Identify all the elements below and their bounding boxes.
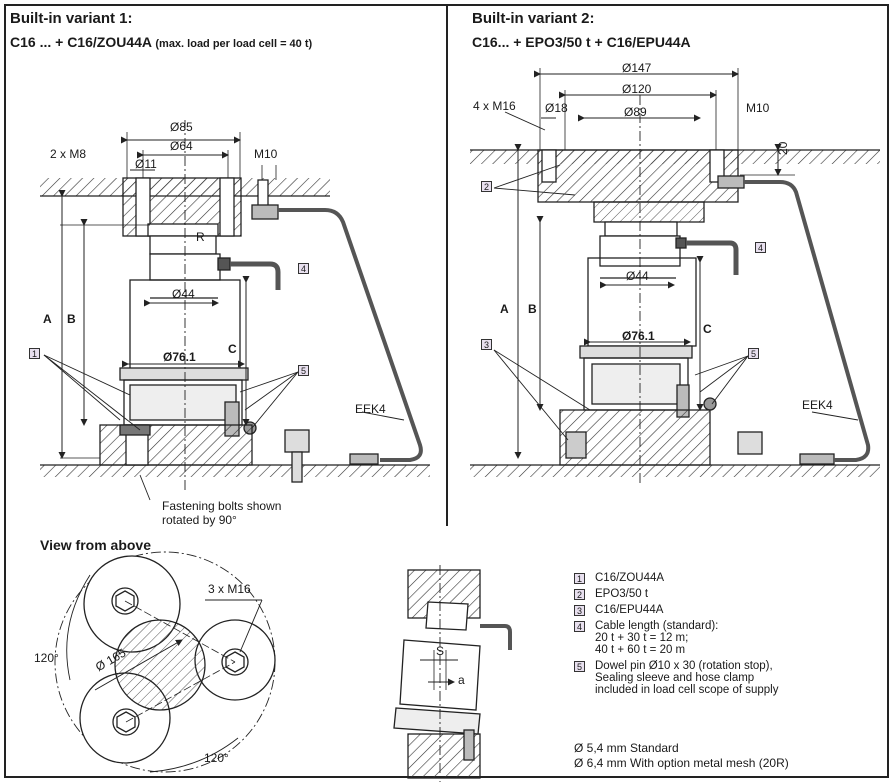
legend-text: C16/EPU44A: [595, 604, 664, 616]
variant2-subheading: C16... + EPO3/50 t + C16/EPU44A: [472, 34, 691, 50]
legend-item: 4 Cable length (standard): 20 t + 30 t =…: [574, 620, 874, 656]
side-view-s: S: [436, 644, 445, 658]
v1-callout-1: 1: [29, 348, 40, 359]
variant2-heading: Built-in variant 2:: [472, 10, 595, 27]
legend-item: 2 EPO3/50 t: [574, 588, 874, 600]
v1-dim-b: B: [67, 312, 76, 326]
variant1-drawing: [40, 120, 430, 501]
legend-text: C16/ZOU44A: [595, 572, 665, 584]
top-view-m16: 3 x M16: [208, 582, 251, 596]
variant1-subnote: (max. load per load cell = 40 t): [155, 38, 313, 50]
v2-dim-m16: 4 x M16: [473, 99, 516, 113]
v1-dim-d44: Ø44: [172, 287, 195, 301]
legend: 1 C16/ZOU44A 2 EPO3/50 t 3 C16/EPU44A 4 …: [574, 572, 874, 700]
v1-dim-r: R: [196, 230, 205, 244]
v2-dim-d44: Ø44: [626, 269, 649, 283]
v1-dim-m10: M10: [254, 147, 278, 161]
legend-num: 2: [574, 589, 585, 600]
top-view-angle-2: 120°: [204, 751, 229, 765]
v1-dim-a: A: [43, 312, 52, 326]
v1-dim-m8: 2 x M8: [50, 147, 87, 161]
v2-dim-b: B: [528, 302, 537, 316]
legend-num: 1: [574, 573, 585, 584]
v2-dim-d89: Ø89: [624, 105, 647, 119]
v1-dim-d85: Ø85: [170, 120, 193, 134]
legend-item: 3 C16/EPU44A: [574, 604, 874, 616]
v2-eek4: EEK4: [802, 398, 833, 412]
v1-dim-d761: Ø76.1: [163, 350, 196, 364]
legend-item: 5 Dowel pin Ø10 x 30 (rotation stop), Se…: [574, 660, 874, 696]
legend-num: 3: [574, 605, 585, 616]
variant1-subheading: C16 ... + C16/ZOU44A (max. load per load…: [10, 34, 312, 50]
v1-eek4: EEK4: [355, 402, 386, 416]
footnote-metal-mesh: Ø 6,4 mm With option metal mesh (20R): [574, 756, 789, 770]
v2-dim-d761: Ø76.1: [622, 329, 655, 343]
v2-callout-3: 3: [481, 339, 492, 350]
footnote-standard: Ø 5,4 mm Standard: [574, 741, 679, 755]
v1-callout-4: 4: [298, 263, 309, 274]
legend-item: 1 C16/ZOU44A: [574, 572, 874, 584]
v2-callout-5: 5: [748, 348, 759, 359]
v2-dim-a: A: [500, 302, 509, 316]
top-view-angle-1: 120°: [34, 651, 59, 665]
legend-num: 4: [574, 621, 585, 632]
legend-text: Cable length (standard): 20 t + 30 t = 1…: [595, 620, 719, 656]
v2-dim-d18: Ø18: [545, 101, 568, 115]
side-view-drawing: [393, 565, 512, 782]
v1-dim-d64: Ø64: [170, 139, 193, 153]
v2-dim-d120: Ø120: [622, 82, 652, 96]
variant2-drawing: [470, 68, 880, 485]
side-view-a: a: [458, 673, 465, 687]
v2-callout-2: 2: [481, 181, 492, 192]
v1-dim-d11: Ø11: [135, 157, 157, 171]
v2-callout-4: 4: [755, 242, 766, 253]
legend-num: 5: [574, 661, 585, 672]
legend-text: EPO3/50 t: [595, 588, 649, 600]
v1-callout-5: 5: [298, 365, 309, 376]
variant1-heading: Built-in variant 1:: [10, 10, 133, 27]
v2-dim-d147: Ø147: [622, 61, 652, 75]
top-view-drawing: [54, 551, 276, 773]
v2-dim-m10: M10: [746, 101, 770, 115]
v1-dim-c: C: [228, 342, 237, 356]
legend-text: Dowel pin Ø10 x 30 (rotation stop), Seal…: [595, 660, 779, 696]
v2-dim-c: C: [703, 322, 712, 336]
section-divider: [446, 6, 448, 526]
variant1-subheading-main: C16 ... + C16/ZOU44A: [10, 34, 152, 50]
view-from-above-heading: View from above: [40, 537, 152, 553]
v1-fastening-note: Fastening bolts shown rotated by 90°: [162, 499, 282, 527]
v2-dim-20: 20: [776, 141, 790, 155]
